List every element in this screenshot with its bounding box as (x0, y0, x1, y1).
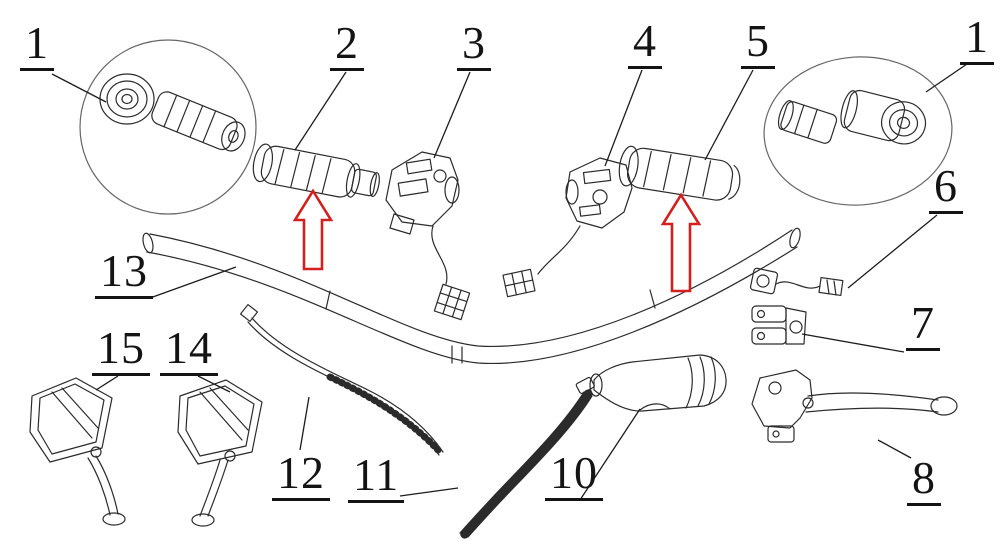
part-4-switch-right (502, 157, 633, 298)
part-13-handlebar (142, 227, 801, 365)
callout-1-right: 1 (960, 13, 994, 65)
callout-13: 13 (95, 247, 153, 299)
part-2-grip-left (252, 143, 380, 198)
callout-15: 15 (92, 324, 150, 376)
part-1-left-bubble (79, 39, 257, 215)
leader-lines (51, 63, 968, 501)
callout-6: 6 (929, 162, 963, 214)
part-8-brake-lever (751, 369, 958, 443)
callout-12: 12 (272, 449, 330, 501)
callout-7: 7 (906, 299, 940, 351)
part-10-lever-cover (589, 354, 727, 412)
up-arrow-left (292, 188, 334, 271)
part-1-right-bubble (763, 56, 953, 206)
callout-8: 8 (907, 454, 941, 506)
part-7-clamp (751, 305, 807, 345)
part-14-mirror-right (177, 379, 263, 527)
callout-1-left: 1 (20, 19, 54, 71)
up-arrow-right (660, 192, 702, 293)
part-12-cable (239, 303, 444, 456)
callout-5: 5 (741, 17, 775, 69)
part-5-grip-right (618, 145, 741, 201)
highlight-arrows (292, 188, 702, 293)
part-6-wire-connector (749, 267, 844, 297)
callout-2: 2 (330, 19, 364, 71)
callout-10: 10 (545, 449, 603, 501)
callout-4: 4 (628, 17, 662, 69)
part-art-layer (29, 39, 958, 540)
part-11-throttle-cable (459, 376, 595, 540)
callout-3: 3 (457, 19, 491, 71)
callout-14: 14 (160, 324, 218, 376)
part-3-switch-left (385, 151, 471, 321)
part-15-mirror-left (29, 377, 126, 526)
callout-11: 11 (348, 451, 405, 503)
